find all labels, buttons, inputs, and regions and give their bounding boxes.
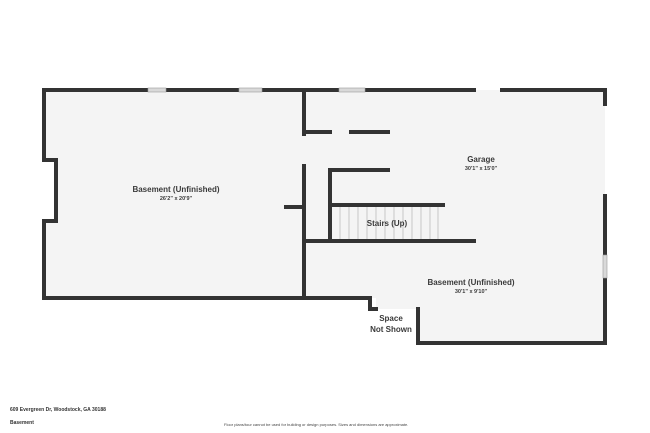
room-label-stairs: Stairs (Up)	[367, 219, 407, 228]
room-name: Basement (Unfinished)	[132, 185, 220, 194]
room-name: Basement (Unfinished)	[427, 278, 515, 287]
address: 609 Evergreen Dr, Woodstock, GA 30188	[10, 407, 106, 413]
room-dimensions: 30'1" x 9'10"	[454, 289, 488, 295]
room-label-basement-main: Basement (Unfinished) 26'2" x 20'9"	[132, 185, 219, 202]
room-label-garage: Garage 30'1" x 15'0"	[465, 155, 497, 172]
room-note: Not Shown	[370, 325, 412, 334]
room-label-space-not-shown: Space Not Shown	[370, 314, 412, 334]
room-label-basement-lower: Basement (Unfinished) 30'1" x 9'10"	[427, 278, 514, 295]
floor-label: Basement	[10, 420, 34, 426]
floor-fill	[44, 90, 605, 343]
room-name: Stairs (Up)	[366, 219, 408, 228]
stair-treads	[339, 207, 439, 239]
windows	[147, 87, 608, 279]
room-dimensions: 26'2" x 20'9"	[159, 196, 193, 202]
room-name: Space	[379, 314, 403, 323]
room-dimensions: 30'1" x 15'0"	[464, 166, 498, 172]
disclaimer: Floor plans/tour cannot be used for buil…	[224, 422, 409, 427]
room-name: Garage	[467, 155, 495, 164]
walls	[42, 88, 607, 345]
